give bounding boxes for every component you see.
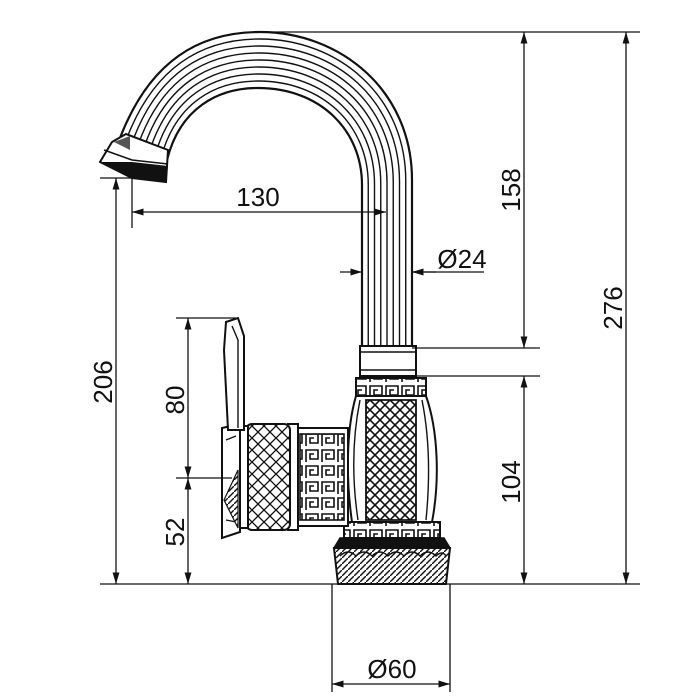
dim-spout-diameter: Ø24 bbox=[437, 244, 486, 274]
spout-rib bbox=[131, 45, 401, 346]
faucet-body bbox=[332, 377, 452, 585]
dim-total-height: 276 bbox=[598, 286, 628, 329]
dimension-lines bbox=[100, 31, 640, 692]
spout-rib bbox=[125, 38, 407, 346]
spout-rib bbox=[136, 52, 394, 346]
spout-rib bbox=[142, 59, 388, 346]
dim-handle-axis-height: 52 bbox=[160, 518, 190, 547]
dim-spout-height: 158 bbox=[496, 168, 526, 211]
dim-base-diameter: Ø60 bbox=[367, 654, 416, 684]
spout-nozzle bbox=[98, 132, 170, 184]
dim-body-height: 104 bbox=[496, 460, 526, 503]
spout-rib bbox=[160, 80, 369, 346]
swivel-collar bbox=[359, 345, 417, 377]
dim-handle-height: 80 bbox=[160, 386, 190, 415]
dim-outlet-height: 206 bbox=[88, 360, 118, 403]
spout-rib bbox=[154, 73, 376, 346]
dim-spout-reach: 130 bbox=[236, 182, 279, 212]
handle-housing bbox=[221, 422, 349, 540]
lever-handle bbox=[222, 316, 245, 431]
spout bbox=[118, 30, 414, 348]
spout-rib bbox=[148, 66, 382, 346]
